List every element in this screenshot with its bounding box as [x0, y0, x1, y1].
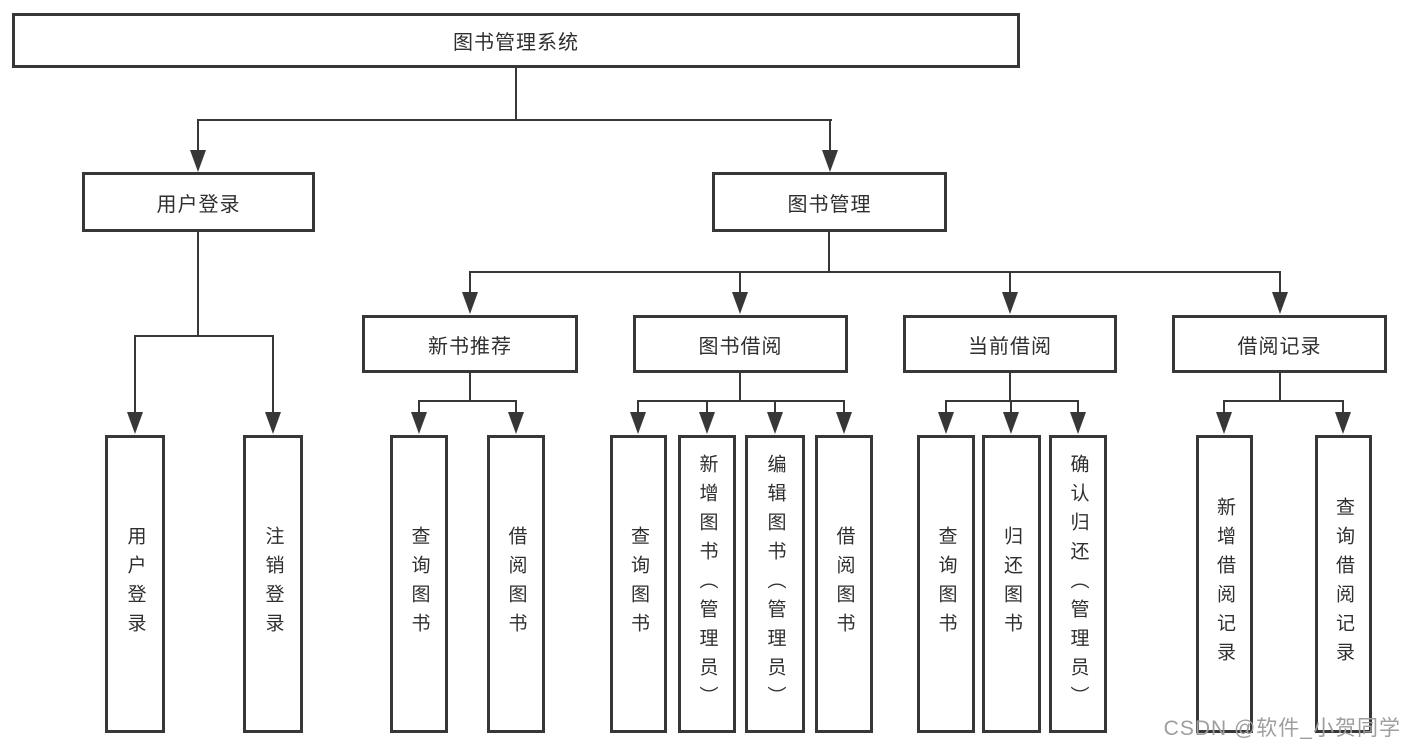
node-user-login: 用户登录: [82, 172, 315, 232]
csdn-watermark: CSDN @软件_小贺同学: [1163, 717, 1401, 740]
arrow-to-rec-query: [411, 400, 427, 434]
leaf-logout: 注销登录: [243, 435, 303, 733]
leaf-br-query-record-label: 查询借阅记录: [1333, 497, 1354, 671]
edge-root-rail: [197, 119, 832, 121]
leaf-br-query-record: 查询借阅记录: [1315, 435, 1372, 733]
arrow-to-new-book-rec: [462, 271, 478, 314]
arrow-to-borrow-records: [1272, 271, 1288, 314]
leaf-cb-confirm-return-label: 确认归还（管理员）: [1067, 453, 1089, 715]
leaf-rec-query-books: 查询图书: [390, 435, 448, 733]
leaf-cb-return-books: 归还图书: [982, 435, 1041, 733]
leaf-user-login: 用户登录: [105, 435, 165, 733]
leaf-bb-edit-books-label: 编辑图书（管理员）: [764, 453, 786, 715]
node-borrow-records: 借阅记录: [1172, 315, 1387, 373]
leaf-cb-confirm-return: 确认归还（管理员）: [1049, 435, 1107, 733]
leaf-bb-query-books-label: 查询图书: [628, 526, 649, 642]
leaf-bb-add-books-label: 新增图书（管理员）: [696, 453, 718, 715]
arrow-to-cb-query: [938, 400, 954, 434]
leaf-logout-label: 注销登录: [262, 526, 284, 642]
leaf-bb-borrow-books: 借阅图书: [815, 435, 873, 733]
edge-borrow-records-drop: [1279, 373, 1281, 402]
leaf-bb-query-books: 查询图书: [610, 435, 667, 733]
leaf-bb-borrow-books-label: 借阅图书: [833, 526, 855, 642]
node-borrow-records-label: 借阅记录: [1237, 335, 1322, 358]
leaf-rec-borrow-books: 借阅图书: [487, 435, 545, 733]
node-user-login-label: 用户登录: [156, 193, 241, 216]
arrow-to-br-add: [1216, 400, 1232, 434]
leaf-bb-edit-books: 编辑图书（管理员）: [745, 435, 805, 733]
leaf-rec-borrow-books-label: 借阅图书: [505, 526, 527, 642]
edge-new-book-rec-drop: [469, 373, 471, 402]
arrow-to-bb-edit: [767, 400, 783, 434]
node-current-borrow-label: 当前借阅: [968, 335, 1052, 358]
edge-book-borrow-rail: [637, 400, 845, 402]
edge-user-login-drop: [197, 232, 199, 337]
edge-current-borrow-rail: [945, 400, 1079, 402]
leaf-rec-query-books-label: 查询图书: [408, 526, 430, 642]
edge-current-borrow-drop: [1009, 373, 1011, 402]
node-book-mgmt: 图书管理: [712, 172, 947, 232]
node-book-mgmt-label: 图书管理: [787, 193, 872, 216]
arrow-to-bb-query: [630, 400, 646, 434]
leaf-cb-query-books-label: 查询图书: [935, 526, 957, 642]
leaf-cb-return-books-label: 归还图书: [1001, 526, 1022, 642]
arrow-to-book-mgmt: [822, 119, 838, 172]
node-new-book-rec: 新书推荐: [362, 315, 578, 373]
node-book-borrow-label: 图书借阅: [698, 335, 783, 358]
arrow-to-bb-borrow: [836, 400, 852, 434]
arrow-to-cb-return: [1003, 400, 1019, 434]
edge-user-login-rail: [134, 335, 274, 337]
arrow-to-leaf-user-login: [127, 335, 143, 434]
arrow-to-user-login: [190, 119, 206, 172]
arrow-to-bb-add: [699, 400, 715, 434]
leaf-bb-add-books: 新增图书（管理员）: [678, 435, 736, 733]
edge-borrow-records-rail: [1223, 400, 1344, 402]
edge-book-borrow-drop: [739, 373, 741, 402]
arrow-to-current-borrow: [1002, 271, 1018, 314]
leaf-br-add-record: 新增借阅记录: [1196, 435, 1253, 733]
arrow-to-br-query: [1335, 400, 1351, 434]
leaf-cb-query-books: 查询图书: [917, 435, 975, 733]
node-book-borrow: 图书借阅: [633, 315, 848, 373]
arrow-to-rec-borrow: [508, 400, 524, 434]
arrow-to-cb-confirm: [1070, 400, 1086, 434]
edge-book-mgmt-drop: [828, 232, 830, 273]
node-root-label: 图书管理系统: [453, 32, 579, 54]
edge-new-book-rec-rail: [418, 400, 517, 402]
arrow-to-leaf-logout: [265, 335, 281, 434]
edge-root-drop: [515, 68, 517, 121]
leaf-br-add-record-label: 新增借阅记录: [1214, 497, 1235, 671]
node-root: 图书管理系统: [12, 13, 1020, 68]
node-current-borrow: 当前借阅: [903, 315, 1117, 373]
edge-book-mgmt-rail: [469, 271, 1281, 273]
node-new-book-rec-label: 新书推荐: [428, 335, 512, 358]
leaf-user-login-label: 用户登录: [124, 526, 146, 642]
arrow-to-book-borrow: [732, 271, 748, 314]
